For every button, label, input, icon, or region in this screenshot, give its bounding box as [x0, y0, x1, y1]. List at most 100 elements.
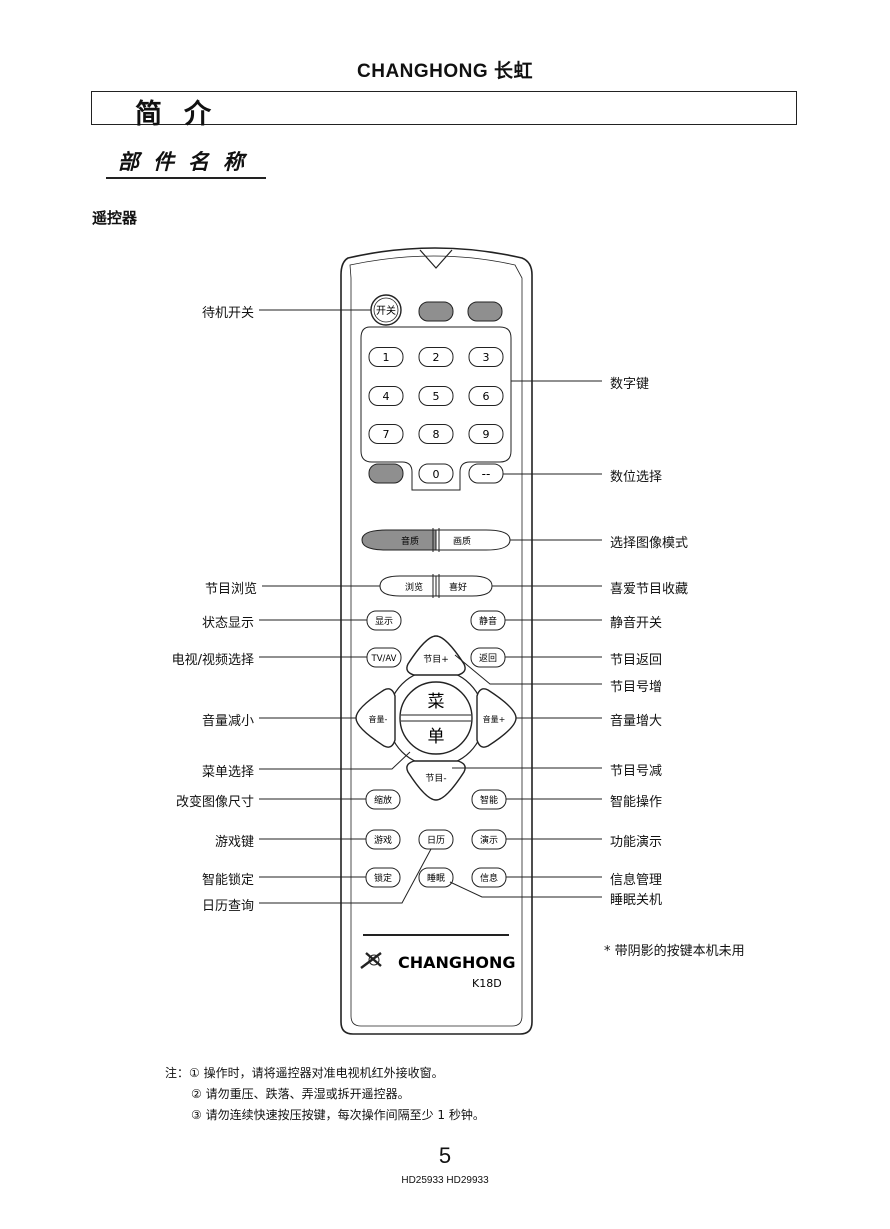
menu-bottom-label: 单 [428, 727, 445, 747]
label-standby: 待机开关 [201, 306, 254, 321]
sleep-button[interactable] [418, 867, 454, 888]
leader-lines [259, 309, 602, 904]
smart-label: 智能 [480, 794, 498, 806]
label-calendar: 日历查询 [201, 899, 254, 914]
vol-down-button[interactable] [355, 688, 396, 748]
shaded-button-3 [368, 463, 404, 484]
digit-2-button[interactable] [418, 347, 454, 367]
return-label: 返回 [479, 652, 497, 664]
digit-5-label: 5 [433, 390, 440, 403]
label-smart: 智能操作 [610, 795, 663, 810]
digit-5-button[interactable] [418, 386, 454, 406]
label-prog-down: 节目号减 [610, 764, 663, 779]
display-label: 显示 [375, 616, 393, 627]
digit-6-button[interactable] [468, 386, 504, 406]
label-prog-return: 节目返回 [610, 653, 663, 668]
remote-model: K18D [472, 977, 502, 990]
sound-button[interactable] [361, 529, 437, 551]
label-status-display: 状态显示 [201, 616, 254, 631]
digit-1-button[interactable] [368, 347, 404, 367]
label-program-browse: 节目浏览 [204, 582, 257, 597]
sound-label: 音质 [401, 535, 419, 547]
remote-brand: CHANGHONG [398, 953, 516, 972]
digit-7-button[interactable] [368, 424, 404, 444]
picture-label: 画质 [453, 535, 471, 547]
brand-header: CHANGHONG 长虹 [357, 61, 533, 82]
section-box [91, 91, 797, 125]
shaded-key-remark: * 带阴影的按键本机未用 [604, 944, 745, 959]
digit-7-label: 7 [383, 428, 390, 441]
dash-label: -- [482, 467, 491, 481]
vol-up-label: 音量+ [483, 714, 506, 724]
digit-9-label: 9 [483, 428, 490, 441]
label-picture-mode: 选择图像模式 [610, 536, 689, 551]
label-vol-down: 音量减小 [201, 714, 254, 729]
zoom-label: 缩放 [374, 794, 392, 806]
label-zoom: 改变图像尺寸 [175, 795, 254, 810]
prog-down-label: 节目- [425, 773, 446, 784]
note-1: 注：① 操作时，请将遥控器对准电视机红外接收窗。 [165, 1066, 444, 1080]
digit-4-label: 4 [383, 390, 390, 403]
remote-inner [349, 255, 523, 1027]
label-game: 游戏键 [214, 835, 254, 850]
mute-label: 静音 [479, 615, 497, 627]
favorite-label: 喜好 [449, 581, 467, 593]
label-smart-lock: 智能锁定 [201, 873, 254, 888]
digit-0-button[interactable] [418, 463, 454, 484]
digit-4-button[interactable] [368, 386, 404, 406]
digit-9-button[interactable] [468, 424, 504, 444]
digit-8-label: 8 [433, 428, 440, 441]
picture-button[interactable] [435, 529, 511, 551]
digit-3-button[interactable] [468, 347, 504, 367]
label-menu-select: 菜单选择 [201, 765, 254, 780]
prog-down-button[interactable] [406, 760, 466, 801]
digit-1-label: 1 [383, 351, 390, 364]
tvav-label: TV/AV [371, 654, 397, 664]
browse-label: 浏览 [405, 581, 423, 593]
menu-top-label: 菜 [428, 692, 445, 712]
subsection-title: 部件名称 [118, 149, 258, 174]
label-favorite: 喜爱节目收藏 [610, 582, 689, 597]
digit-0-label: 0 [433, 468, 440, 481]
page-number: 5 [438, 1143, 452, 1168]
remote-heading: 遥控器 [92, 209, 138, 227]
shaded-button-2 [467, 301, 503, 322]
vol-up-button[interactable] [476, 688, 517, 748]
subtitle-underline [106, 177, 266, 179]
sleep-label: 睡眠 [427, 872, 445, 884]
notes: 注：① 操作时，请将遥控器对准电视机红外接收窗。 ② 请勿重压、跌落、弄湿或拆开… [165, 1063, 485, 1126]
note-2: ② 请勿重压、跌落、弄湿或拆开遥控器。 [191, 1087, 410, 1101]
model-numbers: HD25933 HD29933 [401, 1175, 489, 1186]
calendar-button[interactable] [418, 829, 454, 850]
label-tv-av: 电视/视频选择 [171, 653, 254, 668]
prog-up-label: 节目+ [423, 654, 449, 665]
label-digits: 数字键 [610, 377, 650, 392]
digit-keys: 1 2 3 4 5 6 7 8 9 [368, 347, 504, 444]
info-label: 信息 [480, 872, 498, 884]
game-label: 游戏 [374, 834, 392, 846]
label-info-mgmt: 信息管理 [610, 873, 663, 888]
ir-window [419, 249, 453, 269]
shaded-button-1 [418, 301, 454, 322]
label-digit-select: 数位选择 [610, 470, 663, 485]
section-title: 简介 [135, 99, 233, 130]
label-mute: 静音开关 [610, 616, 663, 631]
prog-up-button[interactable] [406, 635, 466, 676]
digit-2-label: 2 [433, 351, 440, 364]
digit-6-label: 6 [483, 390, 490, 403]
label-sleep: 睡眠关机 [610, 893, 663, 908]
lock-label: 锁定 [374, 872, 392, 884]
numpad-outline [360, 326, 512, 491]
menu-button[interactable] [399, 681, 473, 755]
label-prog-up: 节目号增 [610, 680, 663, 695]
vol-down-label: 音量- [369, 714, 388, 724]
digit-3-label: 3 [483, 351, 490, 364]
power-label: 开关 [376, 304, 396, 317]
calendar-label: 日历 [427, 835, 445, 846]
note-3: ③ 请勿连续快速按压按键，每次操作间隔至少 1 秒钟。 [191, 1108, 485, 1122]
digit-8-button[interactable] [418, 424, 454, 444]
label-demo: 功能演示 [610, 835, 663, 850]
demo-label: 演示 [480, 834, 498, 846]
changhong-logo-icon [360, 952, 382, 969]
